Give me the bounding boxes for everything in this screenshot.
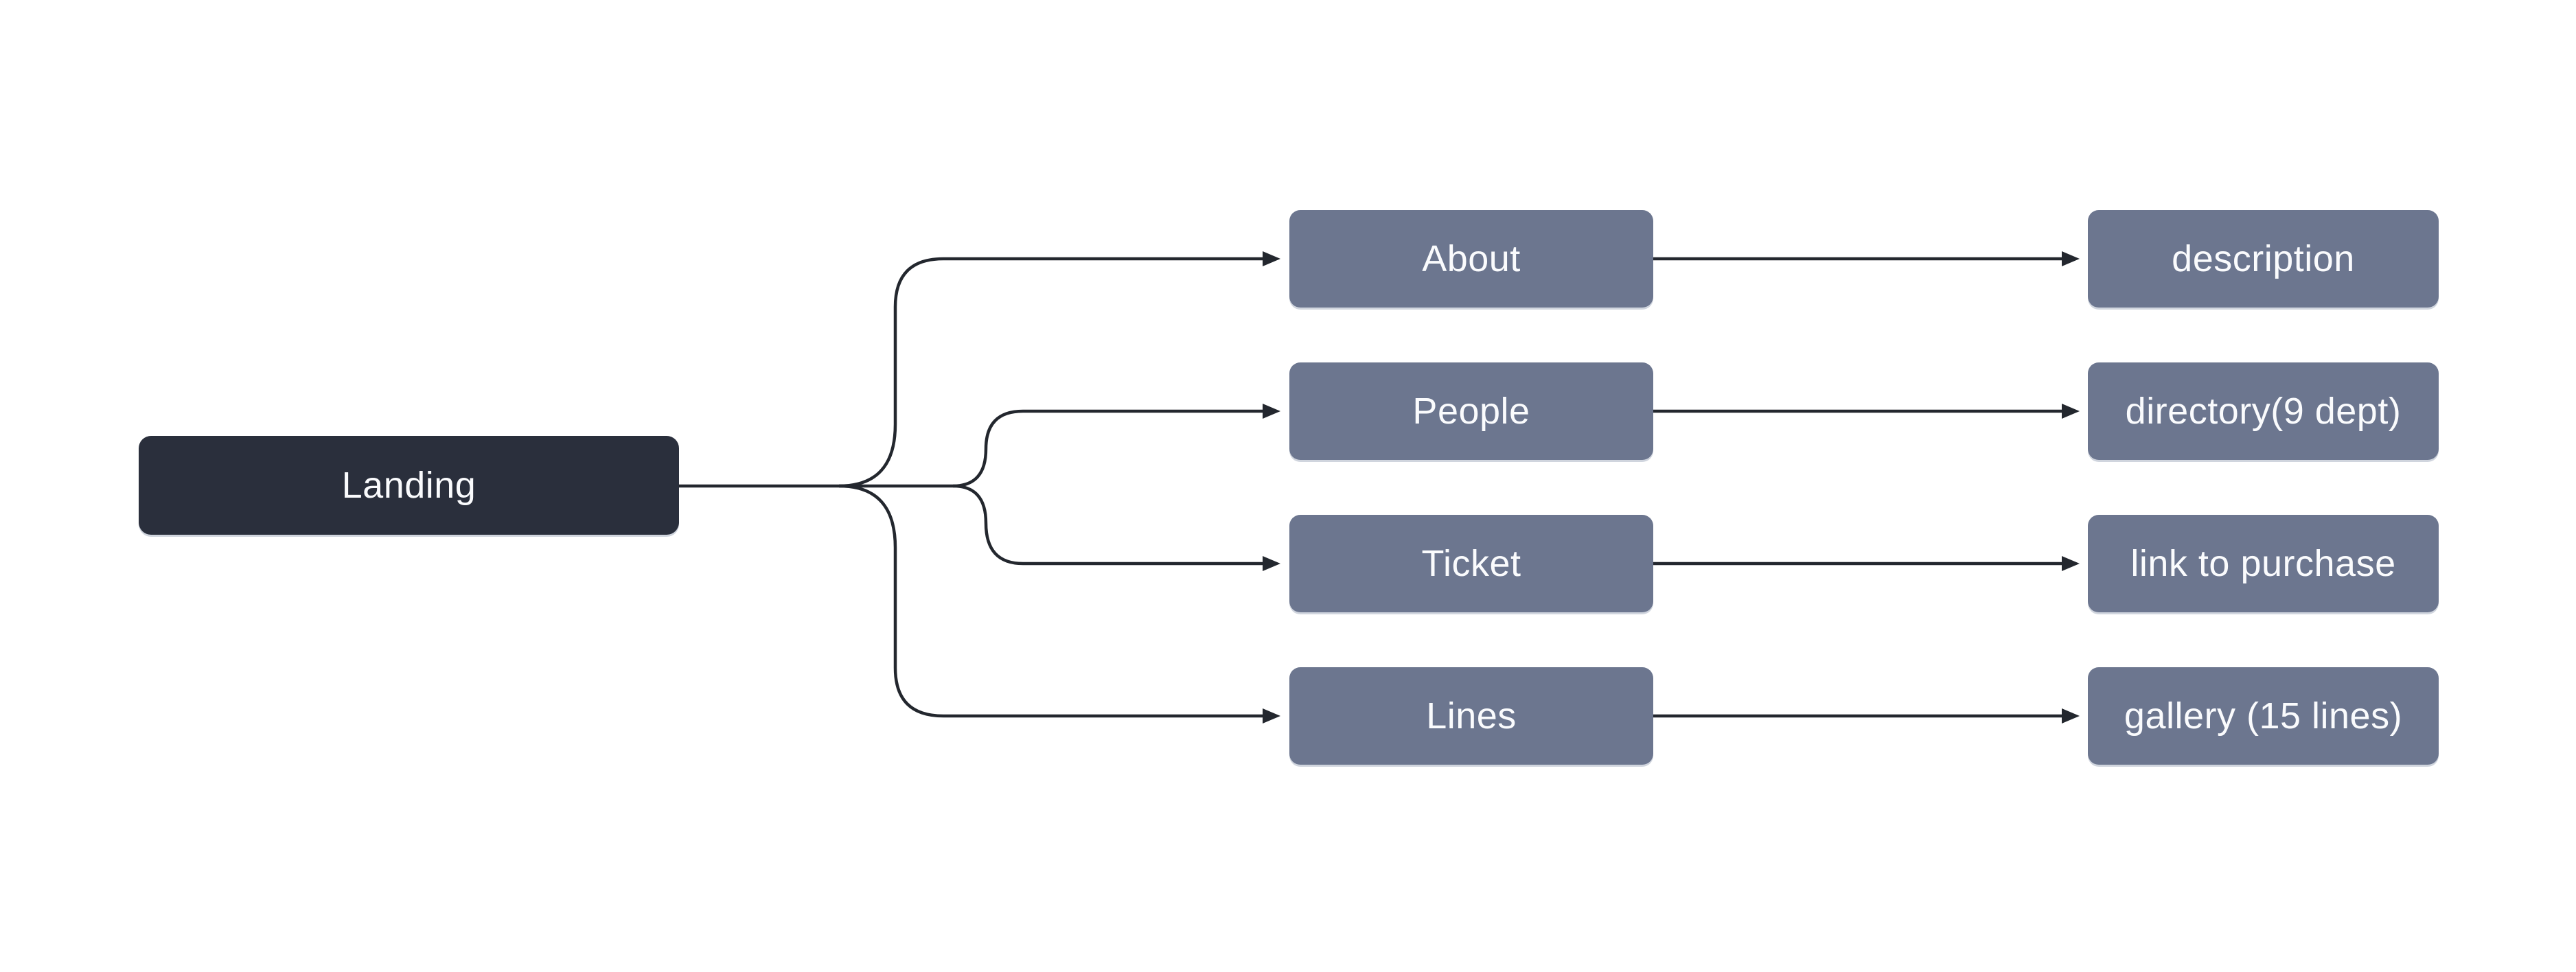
node-people[interactable]: People <box>1289 362 1653 460</box>
node-link-to-purchase[interactable]: link to purchase <box>2088 515 2439 612</box>
node-description[interactable]: description <box>2088 210 2439 308</box>
edge-landing-people <box>952 404 1280 488</box>
node-landing[interactable]: Landing <box>139 436 679 535</box>
node-gallery[interactable]: gallery (15 lines) <box>2088 667 2439 765</box>
node-landing-label: Landing <box>341 465 476 506</box>
node-directory-label: directory(9 dept) <box>2125 391 2402 432</box>
edge-landing-about <box>838 251 1280 488</box>
node-people-label: People <box>1412 391 1530 432</box>
node-ticket-label: Ticket <box>1421 543 1521 584</box>
node-directory[interactable]: directory(9 dept) <box>2088 362 2439 460</box>
node-ticket[interactable]: Ticket <box>1289 515 1653 612</box>
node-about[interactable]: About <box>1289 210 1653 308</box>
edge-landing-ticket <box>952 484 1280 571</box>
node-link-to-purchase-label: link to purchase <box>2130 543 2396 584</box>
node-about-label: About <box>1422 238 1521 279</box>
node-description-label: description <box>2172 238 2355 279</box>
node-lines[interactable]: Lines <box>1289 667 1653 765</box>
node-lines-label: Lines <box>1426 695 1517 737</box>
node-gallery-label: gallery (15 lines) <box>2124 695 2403 737</box>
edge-landing-lines <box>838 484 1280 724</box>
